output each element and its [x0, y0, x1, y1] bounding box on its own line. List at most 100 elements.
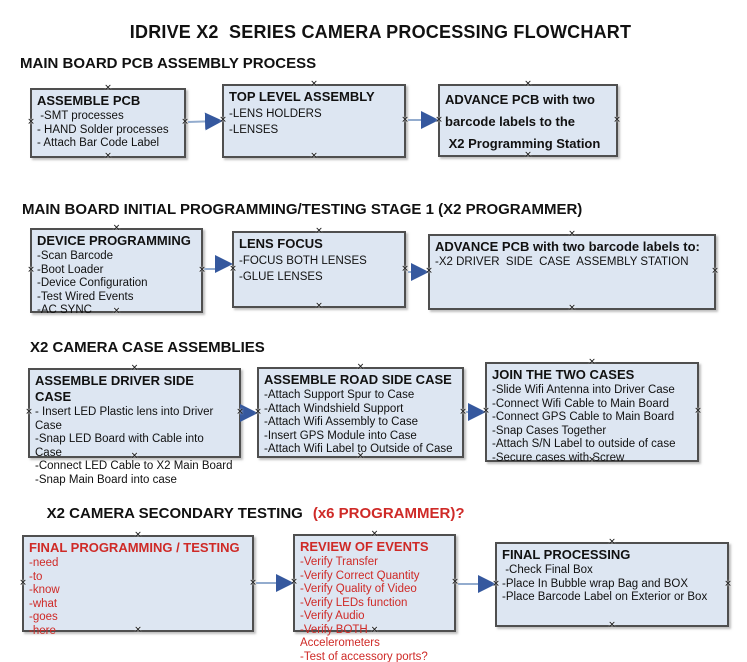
box-item: -Boot Loader [37, 263, 104, 276]
box-item: -Attach Support Spur to Case [264, 389, 415, 401]
box-title: LENS FOCUS [239, 236, 323, 251]
connection-point-icon: ✕ [568, 229, 576, 240]
connection-point-icon: ✕ [104, 83, 112, 94]
box-item: -LENSES [229, 124, 279, 136]
box-review-of-events: ✕ ✕ ✕ ✕ REVIEW OF EVENTS -Verify Transfe… [290, 529, 459, 662]
connection-point-icon: ✕ [219, 115, 227, 126]
page-title: IDRIVE X2 SERIES CAMERA PROCESSING FLOWC… [129, 22, 632, 42]
box-item-list: -FOCUS BOTH LENSES -GLUE LENSES [239, 253, 398, 285]
connection-point-icon: ✕ [19, 578, 27, 588]
box-assemble-road-side-case: ✕ ✕ ✕ ✕ ASSEMBLE ROAD SIDE CASE -Attach … [254, 363, 467, 461]
connection-point-icon: ✕ [27, 117, 35, 128]
box-item: -Verify LEDs function [300, 596, 408, 609]
connection-point-icon: ✕ [711, 266, 719, 277]
box-item: -Attach Windshield Support [264, 402, 404, 415]
connection-point-icon: ✕ [130, 363, 139, 374]
connection-point-icon: ✕ [482, 406, 490, 417]
box-final-programming-testing: ✕ ✕ ✕ ✕ FINAL PROGRAMMING / TESTING -nee… [19, 530, 257, 637]
box-item: -Snap Cases Together [492, 424, 607, 437]
box-item: -Verify Quality of Video [300, 583, 417, 595]
box-item: -Check Final Box [502, 564, 593, 576]
box-item: -AC SYNC [37, 304, 92, 316]
section-heading-pcb-assembly: MAIN BOARD PCB ASSEMBLY PROCESS [20, 55, 317, 72]
box-item-list: -Verify Transfer-Verify Correct Quantity… [300, 556, 448, 662]
box-assemble-driver-side-case: ✕ ✕ ✕ ✕ ASSEMBLE DRIVER SIDE CASE - Inse… [25, 363, 244, 486]
connection-point-icon: ✕ [724, 579, 732, 589]
box-item: -Verify Transfer [300, 556, 378, 568]
box-item: -Snap Main Board into case [35, 473, 177, 486]
box-title: FINAL PROCESSING [502, 547, 631, 562]
box-item-list: -SMT processes- HAND Solder processes- A… [37, 110, 178, 151]
connection-point-icon: ✕ [236, 407, 244, 418]
connection-point-icon: ✕ [492, 579, 500, 589]
box-item: -Attach Wifi Assembly to Case [264, 416, 419, 428]
box-title: REVIEW OF EVENTS [300, 539, 429, 554]
connection-point-icon: ✕ [568, 303, 576, 314]
box-join-the-two-cases: ✕ ✕ ✕ ✕ JOIN THE TWO CASES -Slide Wifi A… [482, 358, 702, 465]
box-item: -FOCUS BOTH LENSES [239, 255, 367, 267]
box-assemble-pcb: ✕ ✕ ✕ ✕ ASSEMBLE PCB -SMT processes- HAN… [27, 83, 189, 161]
box-item: -here [29, 624, 56, 637]
box-item: -know [29, 584, 60, 596]
connection-point-icon: ✕ [27, 265, 35, 275]
box-lens-focus: ✕ ✕ ✕ ✕ LENS FOCUS -FOCUS BOTH LENSES-GL… [229, 227, 409, 311]
section-heading-secondary-testing-red: (x6 PROGRAMMER)? [312, 505, 465, 522]
box-title: FINAL PROGRAMMING / TESTING [29, 540, 240, 555]
connection-point-icon: ✕ [613, 115, 621, 125]
connection-point-icon: ✕ [134, 530, 142, 541]
connection-point-icon: ✕ [588, 455, 596, 466]
connection-point-icon: ✕ [356, 451, 365, 462]
connection-point-icon: ✕ [249, 578, 257, 588]
connection-point-icon: ✕ [370, 529, 379, 540]
box-item: -Place In Bubble wrap Bag and BOX [502, 577, 689, 590]
connection-point-icon: ✕ [370, 625, 379, 636]
box-item: -Connect Wifi Cable to Main Board [492, 397, 670, 410]
box-item: -X2 DRIVER SIDE CASE ASSEMBLY STATION [435, 256, 689, 268]
connection-point-icon: ✕ [435, 115, 443, 125]
box-title: JOIN THE TWO CASES [492, 367, 635, 382]
box-title: ASSEMBLE PCB [37, 93, 141, 108]
connection-point-icon: ✕ [130, 451, 139, 462]
box-item: -Slide Wifi Antenna into Driver Case [492, 384, 675, 396]
box-item: -Test Wired Events [37, 290, 134, 303]
arrow-assemble-pcb-to-top-level [187, 112, 223, 131]
box-item: -Scan Barcode [37, 250, 114, 262]
connection-point-icon: ✕ [608, 620, 616, 631]
connection-point-icon: ✕ [425, 266, 433, 277]
connection-point-icon: ✕ [315, 301, 323, 312]
box-item-list: -need-to-know-what-goes-here [29, 557, 246, 638]
box-item: -GLUE LENSES [239, 271, 323, 283]
box-item: -Place Barcode Label on Exterior or Box [502, 591, 708, 603]
box-item: -Connect GPS Cable to Main Board [492, 411, 675, 423]
connection-point-icon: ✕ [290, 577, 298, 588]
connection-point-icon: ✕ [401, 264, 409, 274]
section-heading-secondary-testing: X2 CAMERA SECONDARY TESTING (x6 PROGRAMME… [30, 488, 465, 539]
box-item: -LENS HOLDERS [229, 108, 322, 120]
box-item: -need [29, 557, 59, 569]
connection-point-icon: ✕ [25, 407, 33, 418]
box-item: - HAND Solder processes [37, 123, 169, 136]
box-item: -Test of accessory ports? [300, 650, 428, 662]
connection-point-icon: ✕ [524, 79, 532, 90]
box-item: X2 Programming Station [445, 136, 601, 151]
box-device-programming: ✕ ✕ ✕ ✕ DEVICE PROGRAMMING -Scan Barcode… [27, 224, 206, 316]
section-heading-case-assemblies: X2 CAMERA CASE ASSEMBLIES [30, 339, 265, 356]
box-item: - Insert LED Plastic lens into Driver Ca… [35, 406, 217, 432]
box-title: ADVANCE PCB with two barcode labels to: [435, 239, 700, 254]
box-item-list: -Scan Barcode-Boot Loader-Device Configu… [37, 250, 195, 318]
connection-point-icon: ✕ [310, 79, 318, 90]
box-item: barcode labels to the [445, 114, 576, 129]
connection-point-icon: ✕ [254, 407, 262, 417]
connection-point-icon: ✕ [181, 117, 189, 128]
section-heading-secondary-testing-black: X2 CAMERA SECONDARY TESTING [46, 505, 303, 522]
box-title: ASSEMBLE ROAD SIDE CASE [264, 372, 452, 387]
box-item: -to [29, 570, 43, 583]
section-heading-initial-programming: MAIN BOARD INITIAL PROGRAMMING/TESTING S… [22, 201, 583, 218]
connection-point-icon: ✕ [198, 265, 206, 275]
connection-point-icon: ✕ [459, 407, 467, 417]
box-item: ADVANCE PCB with two [445, 92, 595, 107]
box-item: -Connect LED Cable to X2 Main Board [35, 460, 233, 472]
